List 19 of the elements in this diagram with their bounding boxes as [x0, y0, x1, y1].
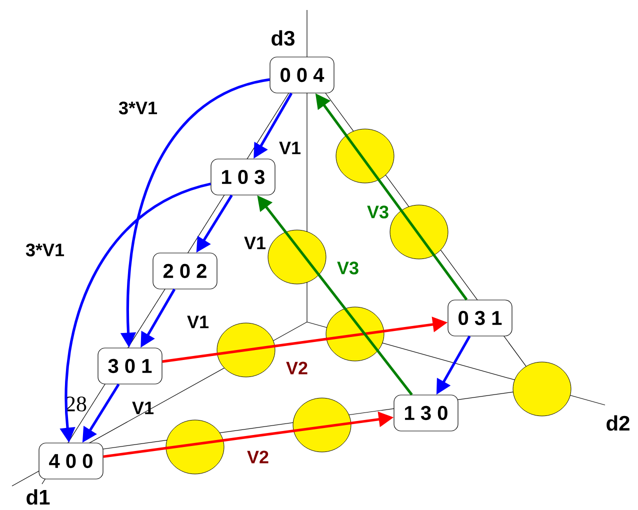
axis-label: d1	[26, 489, 50, 505]
state-box: 2 0 2	[152, 252, 218, 290]
edge-label: V1	[132, 402, 154, 414]
state-box: 3 0 1	[98, 348, 162, 384]
state-box: 4 0 0	[38, 442, 104, 480]
edge-label: V1	[187, 316, 209, 328]
edge-label: V1	[244, 236, 266, 250]
state-box: 0 3 1	[448, 300, 512, 336]
axis-label: d2	[606, 415, 630, 431]
edge-label: 3*V1	[118, 102, 158, 114]
edge-label: V1	[279, 142, 301, 154]
edge-label: V2	[286, 362, 308, 374]
edge-label: V2	[247, 450, 268, 464]
edge-label: V3	[367, 206, 388, 218]
edge-label: 3*V1	[26, 244, 64, 256]
state-box: 1 0 3	[210, 158, 276, 196]
state-box: 1 3 0	[394, 394, 458, 432]
edge-label: V3	[337, 262, 358, 274]
state-box: 0 0 4	[270, 56, 334, 94]
